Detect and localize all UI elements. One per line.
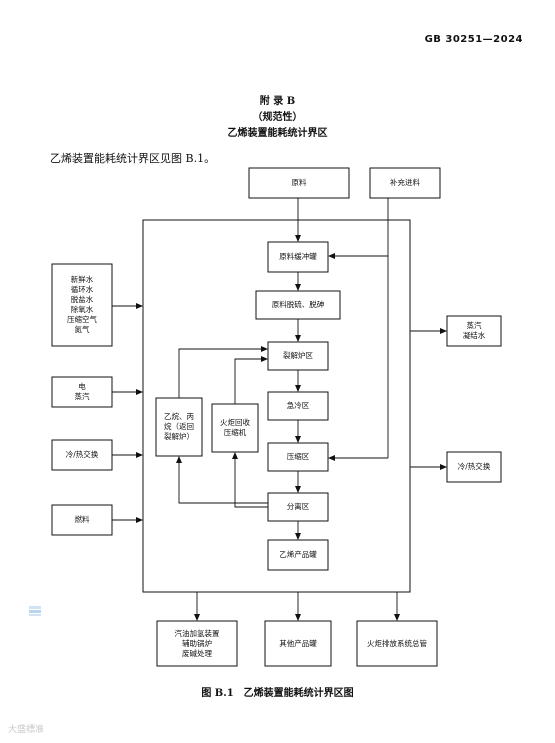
label-quench: 急冷区 (286, 401, 310, 410)
standard-code: GB 30251—2024 (424, 34, 523, 45)
label-raw-buffer-tank: 原料缓冲罐 (279, 252, 317, 261)
arrow-separation-to-ethane (176, 456, 268, 504)
figure-caption: 图 B.1 乙烯装置能耗统计界区图 (201, 688, 354, 699)
label-flare-header: 火炬排放系统总管 (367, 638, 427, 648)
label-separation: 分离区 (286, 502, 310, 511)
appendix-heading: 乙烯装置能耗统计界区 (227, 128, 328, 139)
appendix-normative: （规范性） (252, 112, 303, 123)
box-electricity-steam (51, 376, 113, 408)
label-raw-material: 原料 (291, 178, 307, 187)
label-electricity-steam: 电 蒸汽 (74, 382, 90, 401)
arrow-separation-to-flare (232, 452, 268, 508)
watermark-logo-icon (29, 606, 41, 616)
label-desulfurization: 原料脱硫、脱砷 (271, 300, 325, 309)
box-cold-heat-exchange-out (446, 451, 502, 483)
box-cold-heat-exchange-in (51, 439, 113, 471)
box-raw-material (248, 167, 350, 199)
box-ethylene-tank (267, 539, 329, 571)
label-steam-condensate: 蒸汽 凝结水 (462, 321, 486, 340)
box-gasoline-hydro (156, 620, 238, 667)
arrow-flare-to-cracking (234, 356, 268, 404)
label-cold-heat-exchange-out: 冷/热交换 (457, 462, 491, 471)
box-flare-header (356, 620, 438, 667)
appendix-title: 附 录 B (259, 96, 296, 107)
intro-text: 乙烯装置能耗统计界区见图 B.1。 (50, 152, 216, 165)
label-gasoline-hydro: 汽油加氢装置 辅助锅炉 废碱处理 (174, 628, 220, 658)
label-flare-gas-compressor: 火炬回收 压缩机 (220, 418, 250, 437)
label-fuel: 燃料 (74, 515, 90, 524)
box-fuel (51, 504, 113, 536)
label-cold-heat-exchange-in: 冷/热交换 (65, 450, 99, 459)
arrow-ethane-to-cracking (178, 346, 268, 398)
box-other-product-tank (264, 620, 332, 667)
box-compression (267, 442, 329, 472)
label-compression: 压缩区 (286, 452, 310, 461)
label-ethane-propane-return: 乙烷、丙 烷（返回 裂解炉） (164, 412, 194, 441)
box-flare-gas-compressor (211, 403, 259, 453)
label-cracking-furnace: 裂解炉区 (283, 351, 313, 360)
label-ethylene-tank: 乙烯产品罐 (279, 550, 317, 559)
label-supplement-feed: 补充进料 (390, 178, 420, 187)
box-supplement-feed (369, 167, 441, 199)
label-utilities-water-air: 新鲜水 循环水 脱盐水 除氧水 压缩空气 氮气 (67, 275, 97, 334)
box-utilities-water-air (51, 263, 113, 347)
box-steam-condensate (446, 315, 502, 347)
watermark-text: 大盛標准 (8, 725, 45, 735)
label-other-product-tank: 其他产品罐 (279, 638, 317, 648)
box-quench (267, 391, 329, 421)
